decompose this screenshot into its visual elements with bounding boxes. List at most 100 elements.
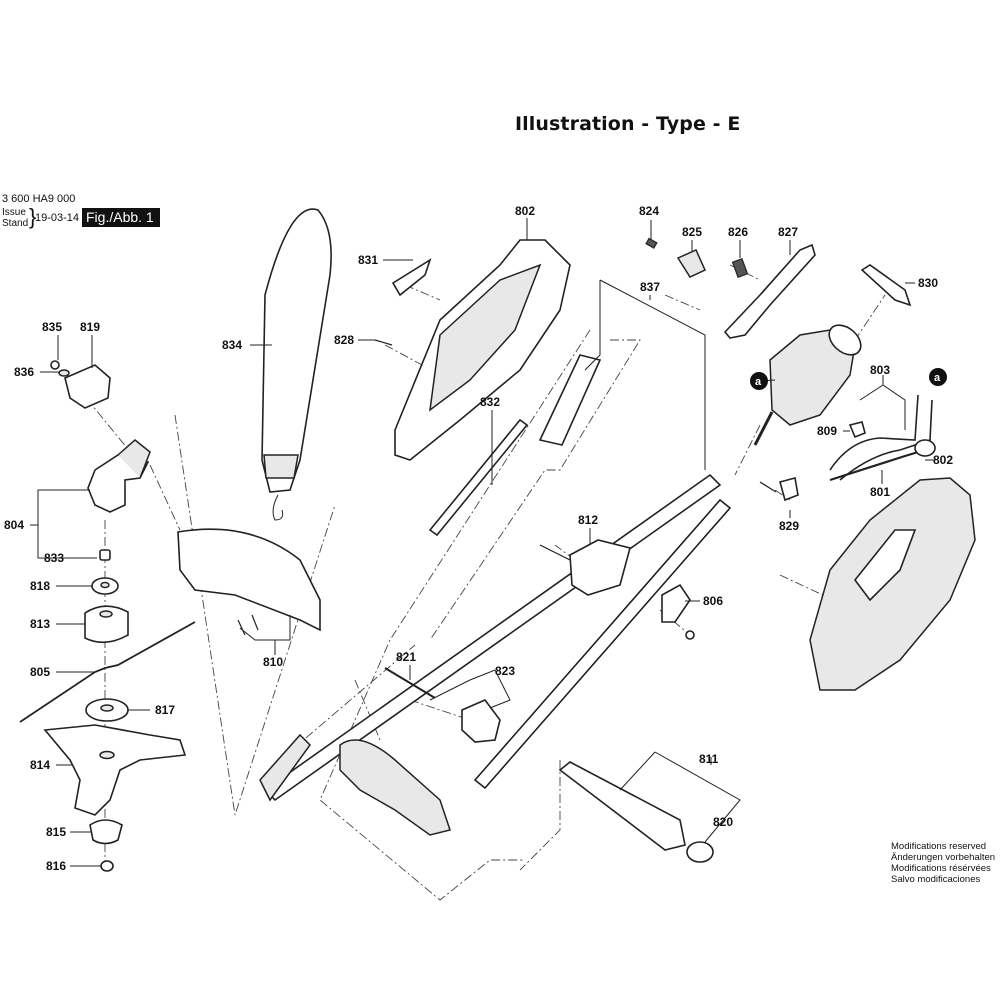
part-829-screw	[759, 481, 777, 493]
part-803-wires	[829, 394, 919, 471]
part-815-cup	[89, 819, 123, 845]
part-label-804: 804	[4, 518, 24, 532]
part-802-handle-opening	[853, 529, 917, 602]
part-810-guard	[177, 528, 321, 632]
lower-shaft-tube	[473, 498, 732, 790]
issue-label-de: Stand	[2, 218, 29, 229]
diagram-title: Illustration - Type - E	[515, 113, 741, 135]
part-label-806: 806	[703, 594, 723, 608]
part-837-upper-tube	[538, 354, 602, 446]
part-label-803: 803	[870, 363, 890, 377]
part-label-828: 828	[334, 333, 354, 347]
part-label-824: 824	[639, 204, 659, 218]
part-834-buckle	[263, 454, 299, 479]
part-label-826: 826	[728, 225, 748, 239]
part-label-837: 837	[640, 280, 660, 294]
part-811-handle-tube	[558, 761, 686, 851]
modifications-de: Änderungen vorbehalten	[891, 852, 996, 863]
part-828-screw	[374, 339, 393, 346]
part-829-clip	[779, 477, 799, 502]
issue-label: Issue Stand	[2, 207, 28, 229]
part-810-screw-a	[237, 619, 246, 636]
main-shaft-tube	[263, 473, 722, 802]
part-814-blade	[43, 724, 187, 816]
part-label-819: 819	[80, 320, 100, 334]
part-806-lever	[661, 583, 691, 623]
part-806-nut	[685, 630, 695, 640]
part-label-832: 832	[480, 395, 500, 409]
part-label-836: 836	[14, 365, 34, 379]
part-label-809: 809	[817, 424, 837, 438]
part-label-818: 818	[30, 579, 50, 593]
part-816-nut	[100, 860, 114, 872]
brace-symbol: }	[29, 204, 37, 229]
part-label-821: 821	[396, 650, 416, 664]
part-label-815: 815	[46, 825, 66, 839]
reference-marker-a-left-text: a	[755, 376, 762, 388]
part-836-washer	[58, 369, 70, 377]
part-801-plug	[914, 439, 936, 457]
part-819-cover	[64, 364, 111, 409]
part-802-housing-right	[809, 477, 976, 691]
motor	[769, 329, 856, 426]
part-label-811: 811	[699, 752, 719, 766]
part-820-plug	[686, 841, 714, 863]
auxiliary-handle	[339, 739, 451, 836]
part-label-810: 810	[263, 655, 283, 669]
part-805-cutting-line	[19, 621, 196, 723]
issue-label-en: Issue	[2, 207, 26, 218]
part-label-817: 817	[155, 703, 175, 717]
leader-lines	[30, 218, 935, 867]
motor-fan	[828, 324, 862, 356]
part-833-bushing	[99, 549, 111, 561]
part-814-hole	[99, 750, 115, 760]
part-label-812: 812	[578, 513, 598, 527]
part-810-screw-b	[251, 614, 259, 631]
part-813-spool	[84, 605, 129, 644]
part-label-802-right: 802	[933, 453, 953, 467]
part-803-wires-b	[839, 399, 933, 481]
part-label-827: 827	[778, 225, 798, 239]
part-label-801: 801	[870, 485, 890, 499]
part-821-bolt	[384, 667, 436, 699]
part-label-830: 830	[918, 276, 938, 290]
part-813-hole	[99, 610, 113, 618]
part-834-strap	[261, 208, 332, 493]
part-label-834: 834	[222, 338, 242, 352]
part-835-screw	[50, 360, 60, 370]
part-label-833: 833	[44, 551, 64, 565]
part-832-strip	[428, 418, 529, 537]
part-label-825: 825	[682, 225, 702, 239]
modifications-en: Modifications reserved	[891, 841, 987, 852]
part-804-shaft	[117, 439, 151, 479]
part-825-sleeve	[676, 249, 706, 278]
part-809-connector	[848, 421, 866, 439]
part-812-clamp	[569, 539, 631, 596]
part-830-label	[860, 264, 912, 307]
reference-marker-a-right	[929, 368, 947, 386]
part-label-835: 835	[42, 320, 62, 334]
part-label-823: 823	[495, 664, 515, 678]
part-801-cable	[829, 448, 926, 482]
part-label-820: 820	[713, 815, 733, 829]
part-802-housing-interior	[429, 263, 542, 412]
main-shaft-end	[259, 733, 311, 802]
part-label-805: 805	[30, 665, 50, 679]
part-812-bolt	[539, 544, 571, 561]
modifications-es: Salvo modificaciones	[891, 874, 981, 885]
figure-label: Fig./Abb. 1	[82, 208, 160, 227]
part-823-grip-nut	[461, 699, 501, 743]
issue-date: 19-03-14	[35, 212, 80, 224]
reference-marker-a-left	[750, 372, 768, 390]
modifications-fr: Modifications résérvées	[891, 863, 991, 874]
part-label-814: 814	[30, 758, 50, 772]
modifications-notice: Modifications reserved Änderungen vorbeh…	[891, 841, 995, 885]
part-826-spring	[731, 258, 749, 278]
part-label-829: 829	[779, 519, 799, 533]
part-817-hole	[100, 704, 114, 712]
part-824-pin	[645, 237, 658, 249]
part-label-802-top: 802	[515, 204, 535, 218]
motor-shaft	[753, 411, 774, 446]
part-831-label	[391, 258, 432, 297]
part-label-813: 813	[30, 617, 50, 631]
